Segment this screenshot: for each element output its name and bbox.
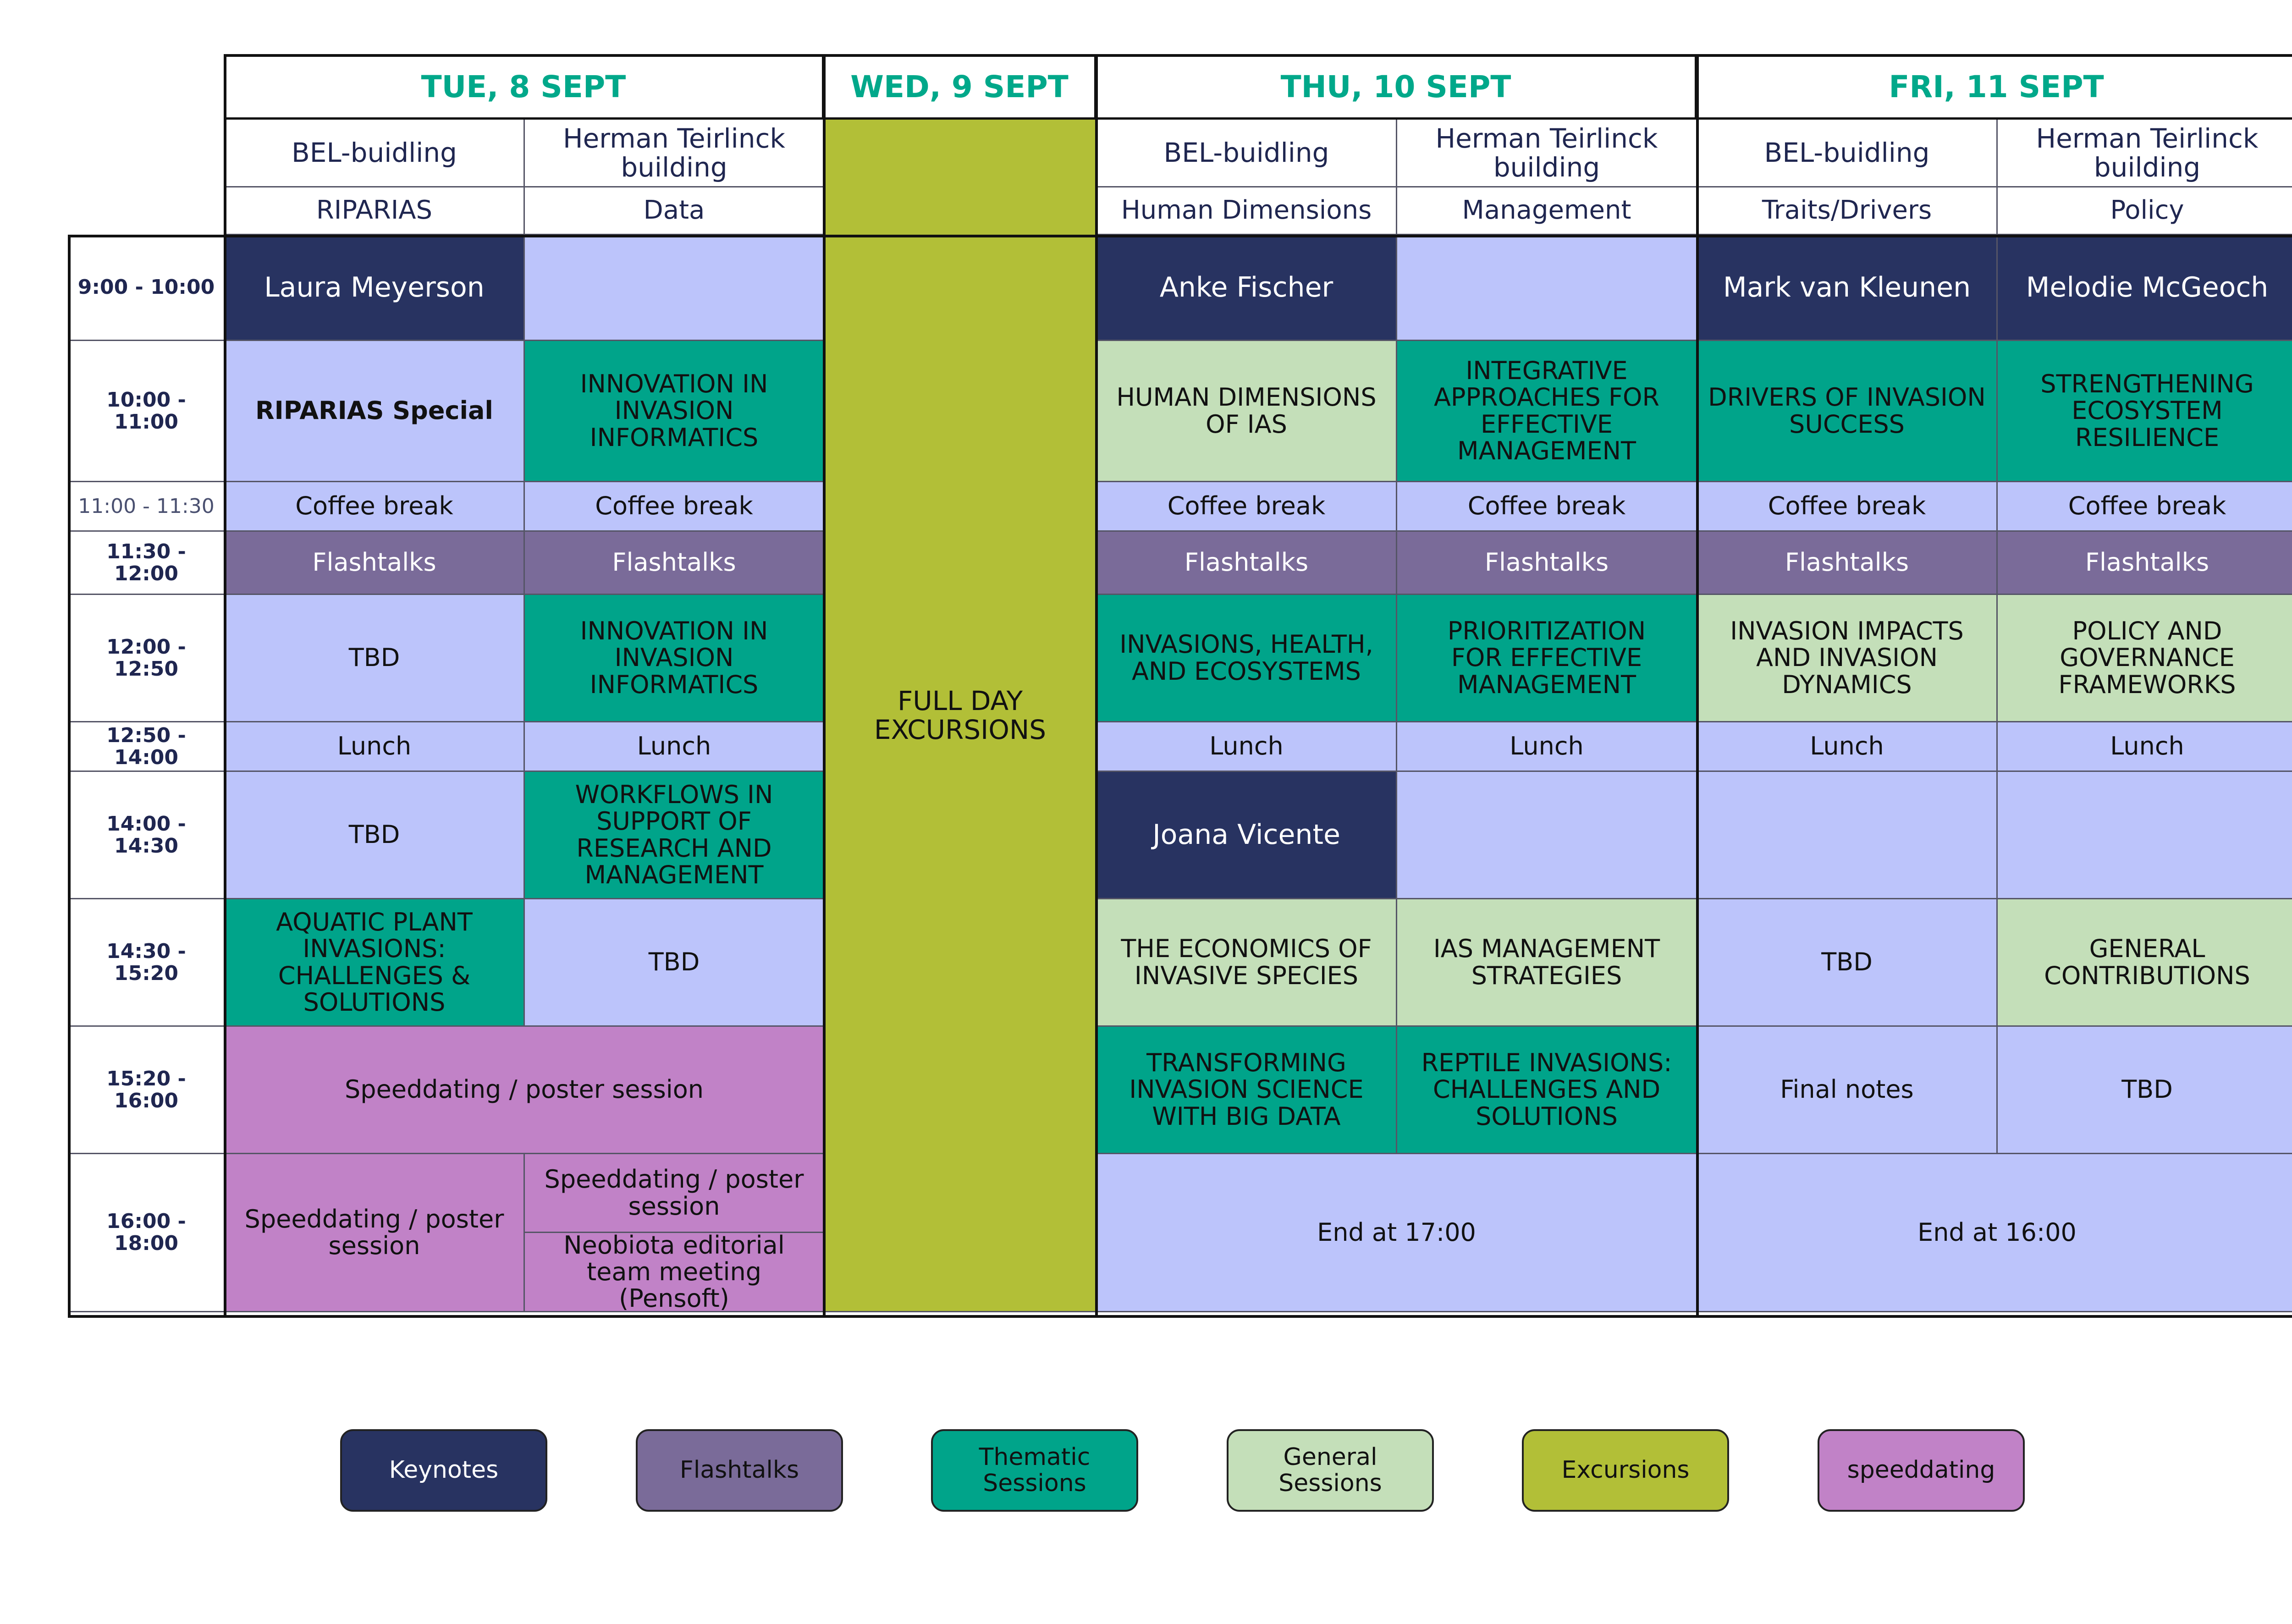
day-header-wed: WED, 9 SEPT <box>825 56 1097 120</box>
legend-excursions: Excursions <box>1522 1429 1729 1512</box>
flashtalks: Flashtalks <box>1697 532 1998 595</box>
speeddating-poster-session: Speeddating / poster session <box>525 1154 825 1233</box>
time-slot: 10:00 - 11:00 <box>69 341 225 482</box>
flashtalks: Flashtalks <box>1998 532 2292 595</box>
session-tbd: TBD <box>225 772 525 899</box>
flashtalks: Flashtalks <box>1097 532 1397 595</box>
day-header-thu: THU, 10 SEPT <box>1097 56 1697 120</box>
lunch: Lunch <box>1697 722 1998 772</box>
session-aquatic-plant-invasions: AQUATIC PLANT INVASIONS: CHALLENGES & SO… <box>225 899 525 1027</box>
speeddating-poster-session: Speeddating / poster session <box>225 1154 525 1312</box>
legend-thematic-sessions: Thematic Sessions <box>931 1429 1138 1512</box>
session-riparias-special: RIPARIAS Special <box>225 341 525 482</box>
building-fri-herman: Herman Teirlinck building <box>1998 120 2292 187</box>
track-tue-data: Data <box>525 187 825 235</box>
legend-general-sessions: General Sessions <box>1227 1429 1434 1512</box>
end-at-16: End at 16:00 <box>1697 1154 2292 1312</box>
session-drivers-of-invasion: DRIVERS OF INVASION SUCCESS <box>1697 341 1998 482</box>
legend-flashtalks: Flashtalks <box>636 1429 843 1512</box>
empty-slot <box>1998 772 2292 899</box>
time-slot: 11:00 - 11:30 <box>69 482 225 532</box>
final-notes: Final notes <box>1697 1027 1998 1154</box>
session-big-data: TRANSFORMING INVASION SCIENCE WITH BIG D… <box>1097 1027 1397 1154</box>
lunch: Lunch <box>1097 722 1397 772</box>
building-tue-herman: Herman Teirlinck building <box>525 120 825 187</box>
keynote-melodie-mcgeoch: Melodie McGeoch <box>1998 235 2292 341</box>
building-thu-bel: BEL-buidling <box>1097 120 1397 187</box>
time-slot: 12:50 - 14:00 <box>69 722 225 772</box>
session-general-contributions: GENERAL CONTRIBUTIONS <box>1998 899 2292 1027</box>
session-prioritization: PRIORITIZATION FOR EFFECTIVE MANAGEMENT <box>1397 595 1697 722</box>
session-innovation-invasion-informatics: INNOVATION IN INVASION INFORMATICS <box>525 341 825 482</box>
neobiota-editorial-meeting: Neobiota editorial team meeting (Pensoft… <box>525 1233 825 1312</box>
time-slot: 15:20 - 16:00 <box>69 1027 225 1154</box>
keynote-joana-vicente: Joana Vicente <box>1097 772 1397 899</box>
track-fri-traits-drivers: Traits/Drivers <box>1697 187 1998 235</box>
track-tue-riparias: RIPARIAS <box>225 187 525 235</box>
flashtalks: Flashtalks <box>525 532 825 595</box>
session-tbd: TBD <box>525 899 825 1027</box>
time-slot: 14:30 - 15:20 <box>69 899 225 1027</box>
time-slot: 12:00 - 12:50 <box>69 595 225 722</box>
session-human-dimensions-ias: HUMAN DIMENSIONS OF IAS <box>1097 341 1397 482</box>
empty-slot <box>1697 772 1998 899</box>
track-thu-human-dimensions: Human Dimensions <box>1097 187 1397 235</box>
keynote-laura-meyerson: Laura Meyerson <box>225 235 525 341</box>
end-at-17: End at 17:00 <box>1097 1154 1697 1312</box>
session-policy-governance: POLICY AND GOVERNANCE FRAMEWORKS <box>1998 595 2292 722</box>
session-innovation-invasion-informatics: INNOVATION IN INVASION INFORMATICS <box>525 595 825 722</box>
building-tue-bel: BEL-buidling <box>225 120 525 187</box>
day-header-fri: FRI, 11 SEPT <box>1697 56 2292 120</box>
time-slot: 11:30 - 12:00 <box>69 532 225 595</box>
keynote-anke-fischer: Anke Fischer <box>1097 235 1397 341</box>
time-slot: 9:00 - 10:00 <box>69 235 225 341</box>
legend-speeddating: speeddating <box>1818 1429 2025 1512</box>
day-header-tue: TUE, 8 SEPT <box>225 56 825 120</box>
coffee-break: Coffee break <box>1397 482 1697 532</box>
keynote-mark-van-kleunen: Mark van Kleunen <box>1697 235 1998 341</box>
lunch: Lunch <box>1397 722 1697 772</box>
session-reptile-invasions: REPTILE INVASIONS: CHALLENGES AND SOLUTI… <box>1397 1027 1697 1154</box>
session-tbd: TBD <box>1697 899 1998 1027</box>
session-tbd: TBD <box>225 595 525 722</box>
tue-late-split: Speeddating / poster session Neobiota ed… <box>525 1154 825 1312</box>
session-integrative-approaches: INTEGRATIVE APPROACHES FOR EFFECTIVE MAN… <box>1397 341 1697 482</box>
coffee-break: Coffee break <box>1097 482 1397 532</box>
coffee-break: Coffee break <box>1998 482 2292 532</box>
empty-slot <box>1397 235 1697 341</box>
coffee-break: Coffee break <box>1697 482 1998 532</box>
empty-slot <box>525 235 825 341</box>
session-tbd: TBD <box>1998 1027 2292 1154</box>
session-invasion-impacts: INVASION IMPACTS AND INVASION DYNAMICS <box>1697 595 1998 722</box>
lunch: Lunch <box>225 722 525 772</box>
session-workflows-research-management: WORKFLOWS IN SUPPORT OF RESEARCH AND MAN… <box>525 772 825 899</box>
session-economics-invasive-species: THE ECONOMICS OF INVASIVE SPECIES <box>1097 899 1397 1027</box>
time-slot: 16:00 - 18:00 <box>69 1154 225 1312</box>
coffee-break: Coffee break <box>525 482 825 532</box>
legend-keynotes: Keynotes <box>340 1429 547 1512</box>
session-ias-management-strategies: IAS MANAGEMENT STRATEGIES <box>1397 899 1697 1027</box>
speeddating-poster-session: Speeddating / poster session <box>225 1027 825 1154</box>
empty-slot <box>1397 772 1697 899</box>
full-day-excursions: FULL DAY EXCURSIONS <box>825 120 1097 1312</box>
time-slot: 14:00 - 14:30 <box>69 772 225 899</box>
building-fri-bel: BEL-buidling <box>1697 120 1998 187</box>
session-strengthening-resilience: STRENGTHENING ECOSYSTEM RESILIENCE <box>1998 341 2292 482</box>
coffee-break: Coffee break <box>225 482 525 532</box>
lunch: Lunch <box>525 722 825 772</box>
conference-schedule-grid: TUE, 8 SEPT WED, 9 SEPT THU, 10 SEPT FRI… <box>69 56 2292 1318</box>
lunch: Lunch <box>1998 722 2292 772</box>
track-fri-policy: Policy <box>1998 187 2292 235</box>
session-invasions-health-ecosystems: INVASIONS, HEALTH, AND ECOSYSTEMS <box>1097 595 1397 722</box>
flashtalks: Flashtalks <box>225 532 525 595</box>
building-thu-herman: Herman Teirlinck building <box>1397 120 1697 187</box>
flashtalks: Flashtalks <box>1397 532 1697 595</box>
track-thu-management: Management <box>1397 187 1697 235</box>
